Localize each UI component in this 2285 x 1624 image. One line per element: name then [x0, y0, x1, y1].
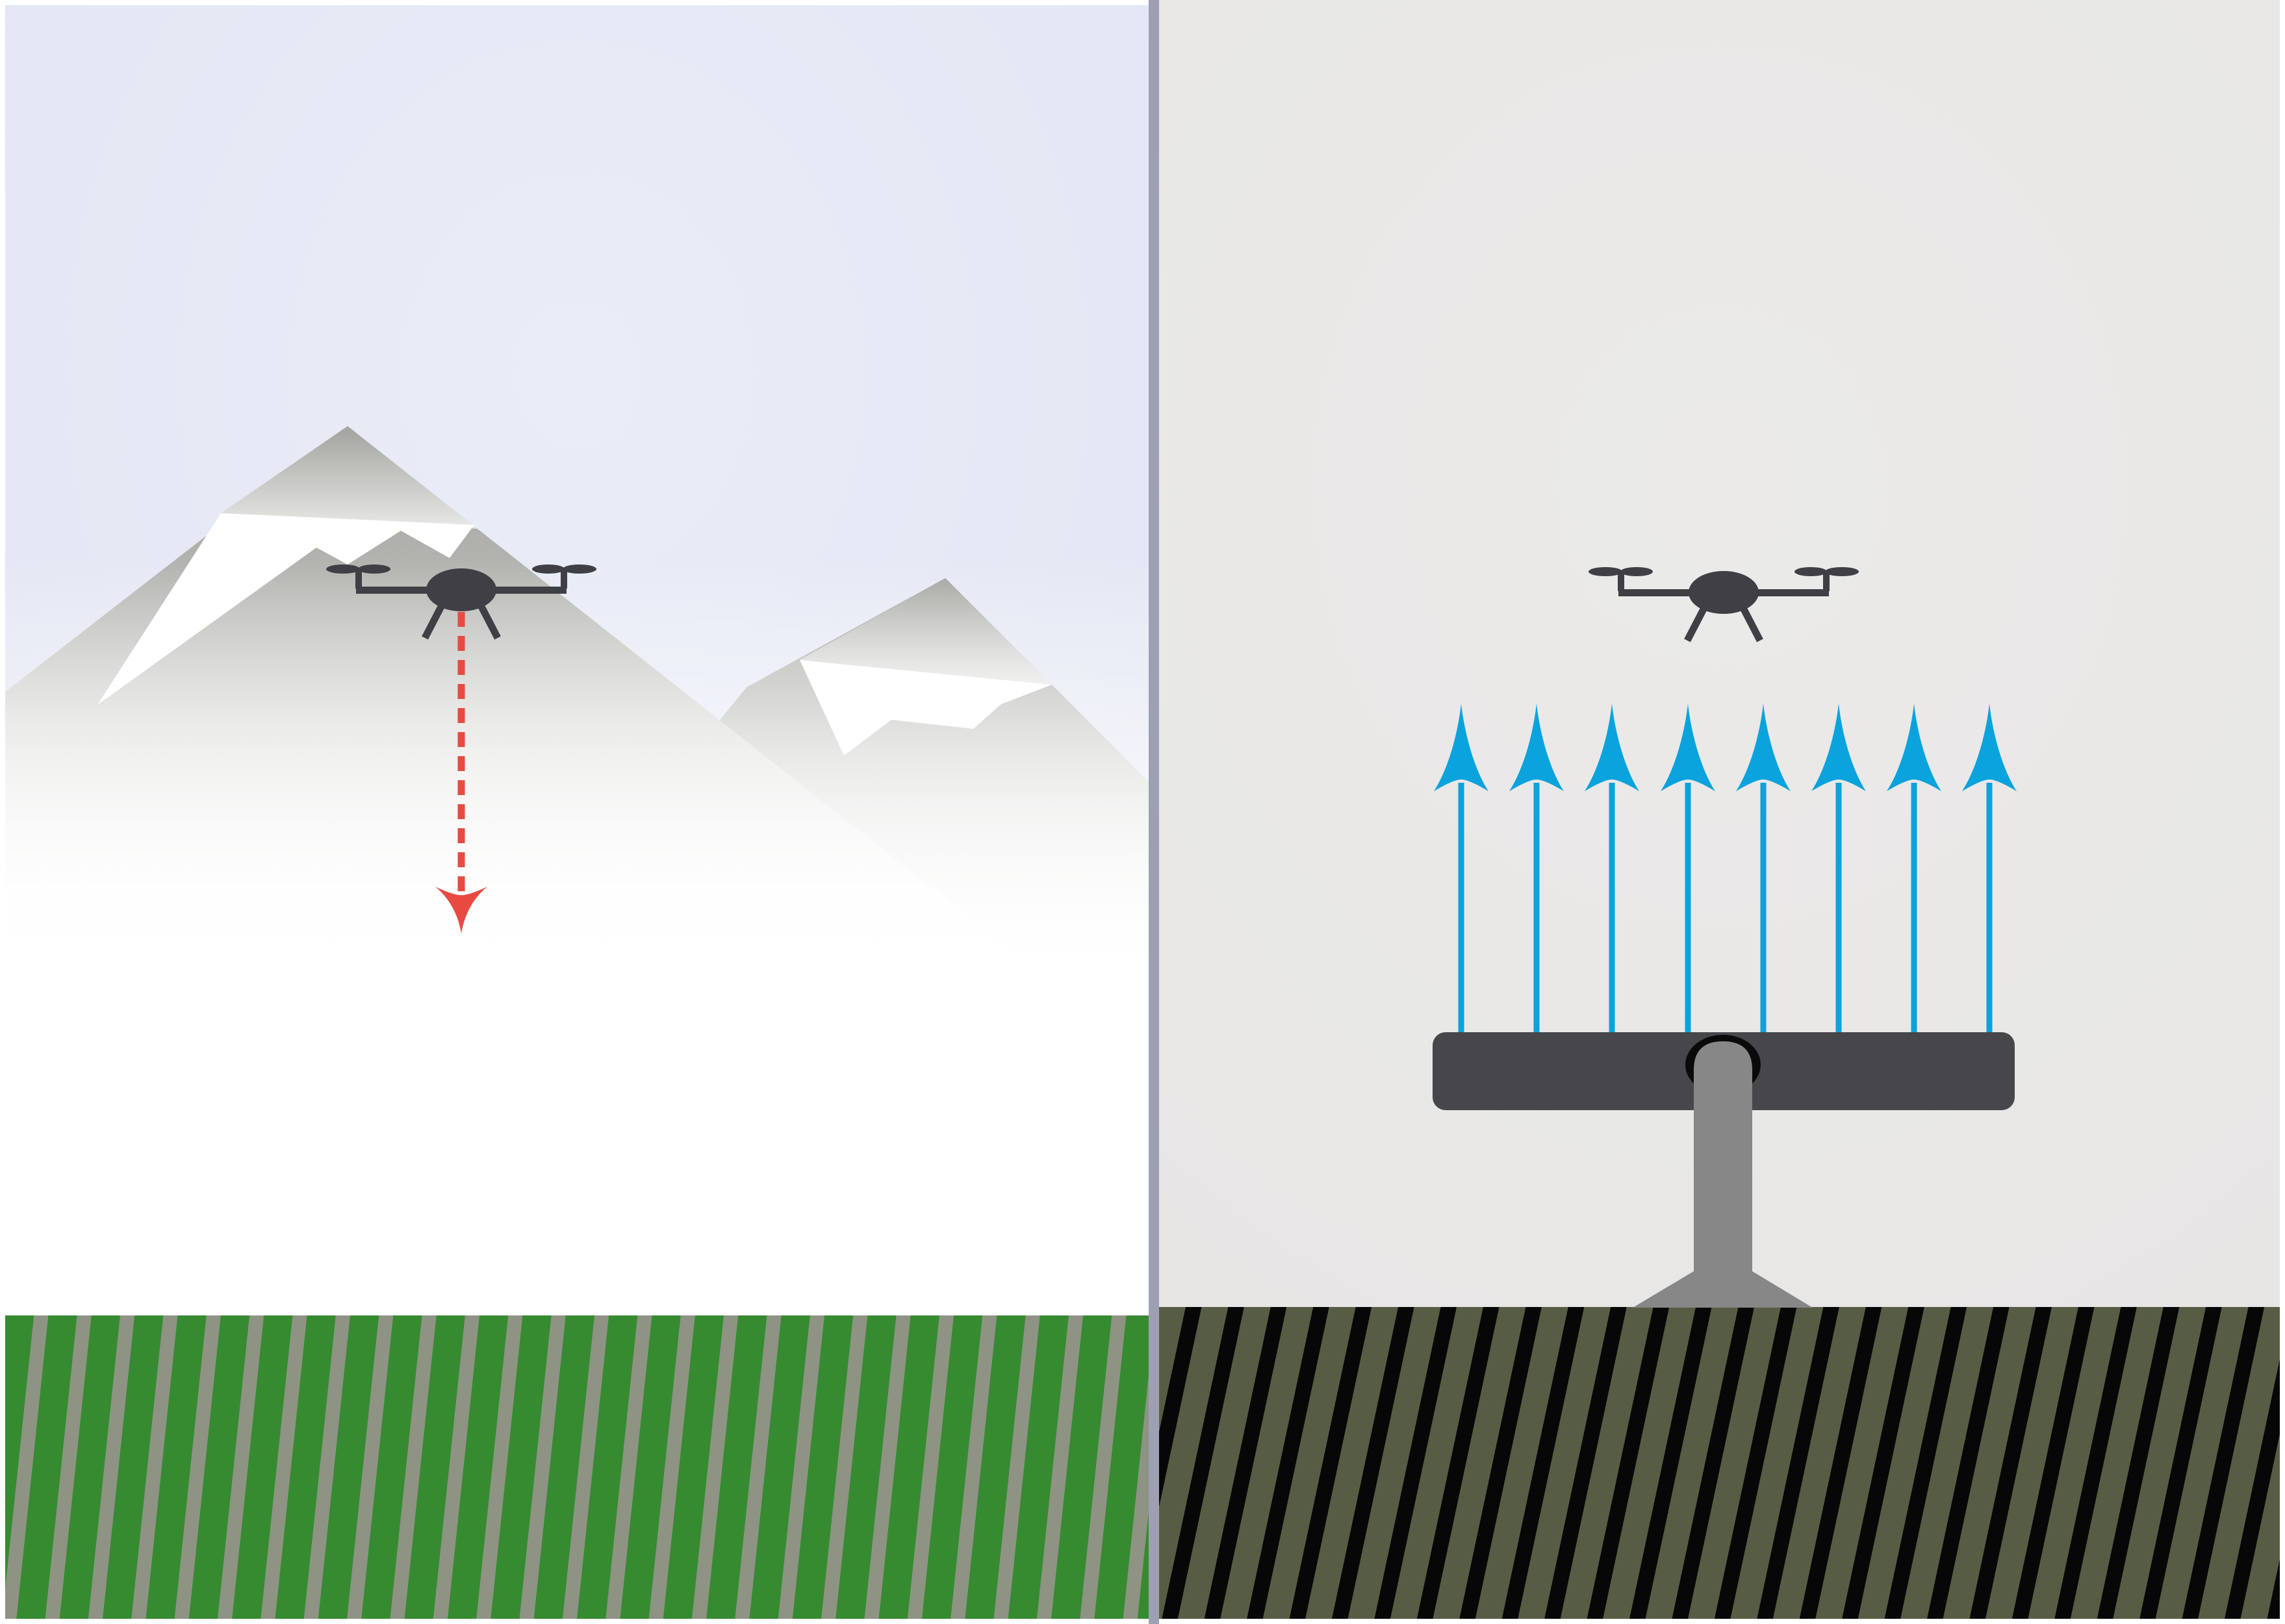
airflow-arrow-icon — [1585, 704, 1639, 1032]
test-stand — [1433, 1032, 2015, 1308]
panel-divider — [1149, 0, 1159, 1624]
mountain-scene — [5, 5, 1149, 1324]
airflow-arrow-icon — [1887, 704, 1941, 1032]
airflow-arrow-icon — [1661, 704, 1715, 1032]
grass-field — [5, 1315, 1149, 1619]
airflow-arrow-icon — [1811, 704, 1866, 1032]
airflow-arrow-icon — [1736, 704, 1791, 1032]
fog-white — [5, 994, 1149, 1319]
test-stand-scene — [1433, 0, 2017, 1308]
airflow-arrow-icon — [1962, 704, 2017, 1032]
fog-gradient — [5, 559, 1149, 1000]
panel-thrust-test — [1159, 0, 2280, 1619]
airflow-arrow-icon — [1509, 704, 1564, 1032]
airflow-arrow-icon — [1434, 704, 1488, 1032]
stand-pole — [1633, 1041, 1813, 1308]
descent-arrow — [435, 612, 487, 933]
mountain-left-summit — [221, 426, 478, 529]
drone-icon — [1589, 567, 1859, 641]
panel-mountain-flight — [5, 5, 1149, 1619]
descent-arrowhead-icon — [435, 887, 487, 933]
airflow-arrows — [1434, 704, 2017, 1032]
dark-striped-ground — [1159, 1307, 2280, 1619]
